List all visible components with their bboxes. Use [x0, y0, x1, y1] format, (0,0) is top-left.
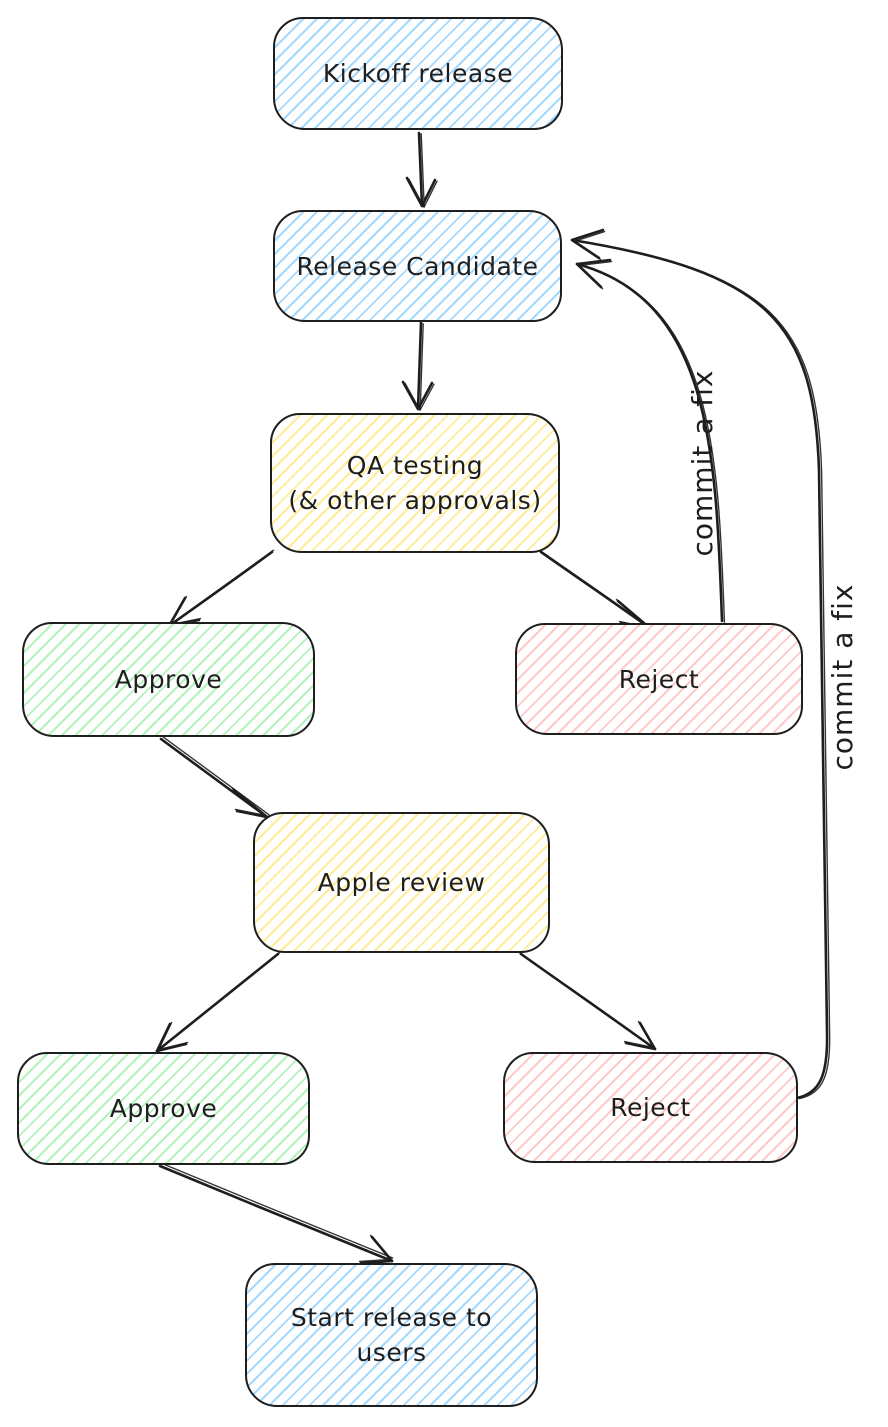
node-kickoff-release-label: Kickoff release [322, 59, 514, 88]
node-qa-testing-label: QA testing (& other approvals) [288, 451, 542, 515]
edge-qa-testing-to-reject[interactable] [538, 549, 653, 631]
node-release-candidate-label: Release Candidate [296, 251, 539, 281]
node-approve-qa-label: Approve [114, 665, 223, 694]
node-qa-testing[interactable]: QA testing (& other approvals) [270, 413, 560, 553]
edge-apple-review-to-reject[interactable] [518, 951, 657, 1051]
node-reject-qa[interactable]: Reject [515, 623, 803, 735]
node-release-candidate[interactable]: Release Candidate [273, 210, 562, 322]
edge-approve-to-apple-review[interactable] [159, 736, 270, 819]
node-approve-apple[interactable]: Approve [17, 1052, 310, 1165]
edge-label-commit-a-fix-2[interactable]: commit a fix [825, 583, 859, 771]
node-approve-qa[interactable]: Approve [22, 622, 315, 737]
node-start-release[interactable]: Start release to users [245, 1263, 538, 1407]
node-approve-apple-label: Approve [109, 1094, 218, 1123]
node-reject-qa-label: Reject [618, 664, 700, 694]
node-reject-apple[interactable]: Reject [503, 1052, 798, 1163]
node-start-release-label: Start release to users [290, 1303, 493, 1367]
edge-reject-qa-to-release-candidate[interactable] [575, 258, 726, 623]
node-reject-apple-label: Reject [610, 1093, 691, 1122]
node-kickoff-release[interactable]: Kickoff release [273, 17, 563, 130]
edge-qa-testing-to-approve[interactable] [167, 549, 275, 628]
edge-release-candidate-to-qa-testing[interactable] [401, 321, 435, 411]
edge-reject-apple-to-release-candidate[interactable] [570, 228, 831, 1100]
node-apple-review-label: Apple review [317, 868, 486, 897]
node-apple-review[interactable]: Apple review [253, 812, 550, 953]
edge-label-commit-a-fix-1[interactable]: commit a fix [685, 369, 719, 557]
edge-apple-review-to-approve[interactable] [155, 951, 281, 1053]
edge-approve-to-start-release[interactable] [158, 1162, 394, 1265]
edge-kickoff-to-release-candidate[interactable] [405, 131, 438, 208]
